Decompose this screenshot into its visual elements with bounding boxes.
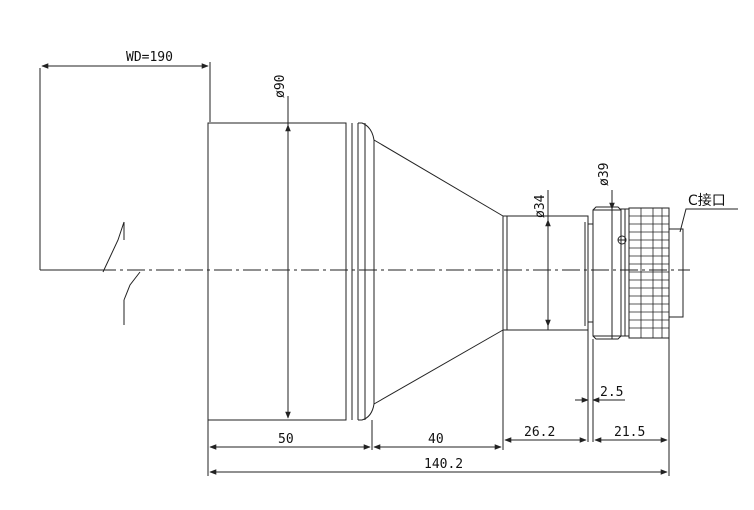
working-distance-bracket: [39, 62, 211, 325]
c-mount-thread: [668, 228, 684, 318]
label-length-total: 140.2: [424, 457, 463, 472]
front-barrel: [207, 122, 375, 421]
knurl-lines: [629, 208, 669, 338]
label-length-40: 40: [428, 432, 444, 447]
label-dia-90: ø90: [273, 75, 288, 98]
label-dia-34: ø34: [533, 194, 548, 218]
conical-section: [373, 139, 504, 405]
label-working-distance: WD=190: [126, 50, 173, 65]
label-c-mount: C接口: [688, 192, 726, 209]
label-length-26-2: 26.2: [524, 425, 555, 440]
label-dia-39: ø39: [597, 163, 612, 186]
c-mount-leader: [679, 208, 738, 233]
label-length-21-5: 21.5: [614, 425, 645, 440]
label-length-2-5: 2.5: [600, 385, 623, 400]
c-mount-section: [592, 206, 684, 340]
label-length-50: 50: [278, 432, 294, 447]
